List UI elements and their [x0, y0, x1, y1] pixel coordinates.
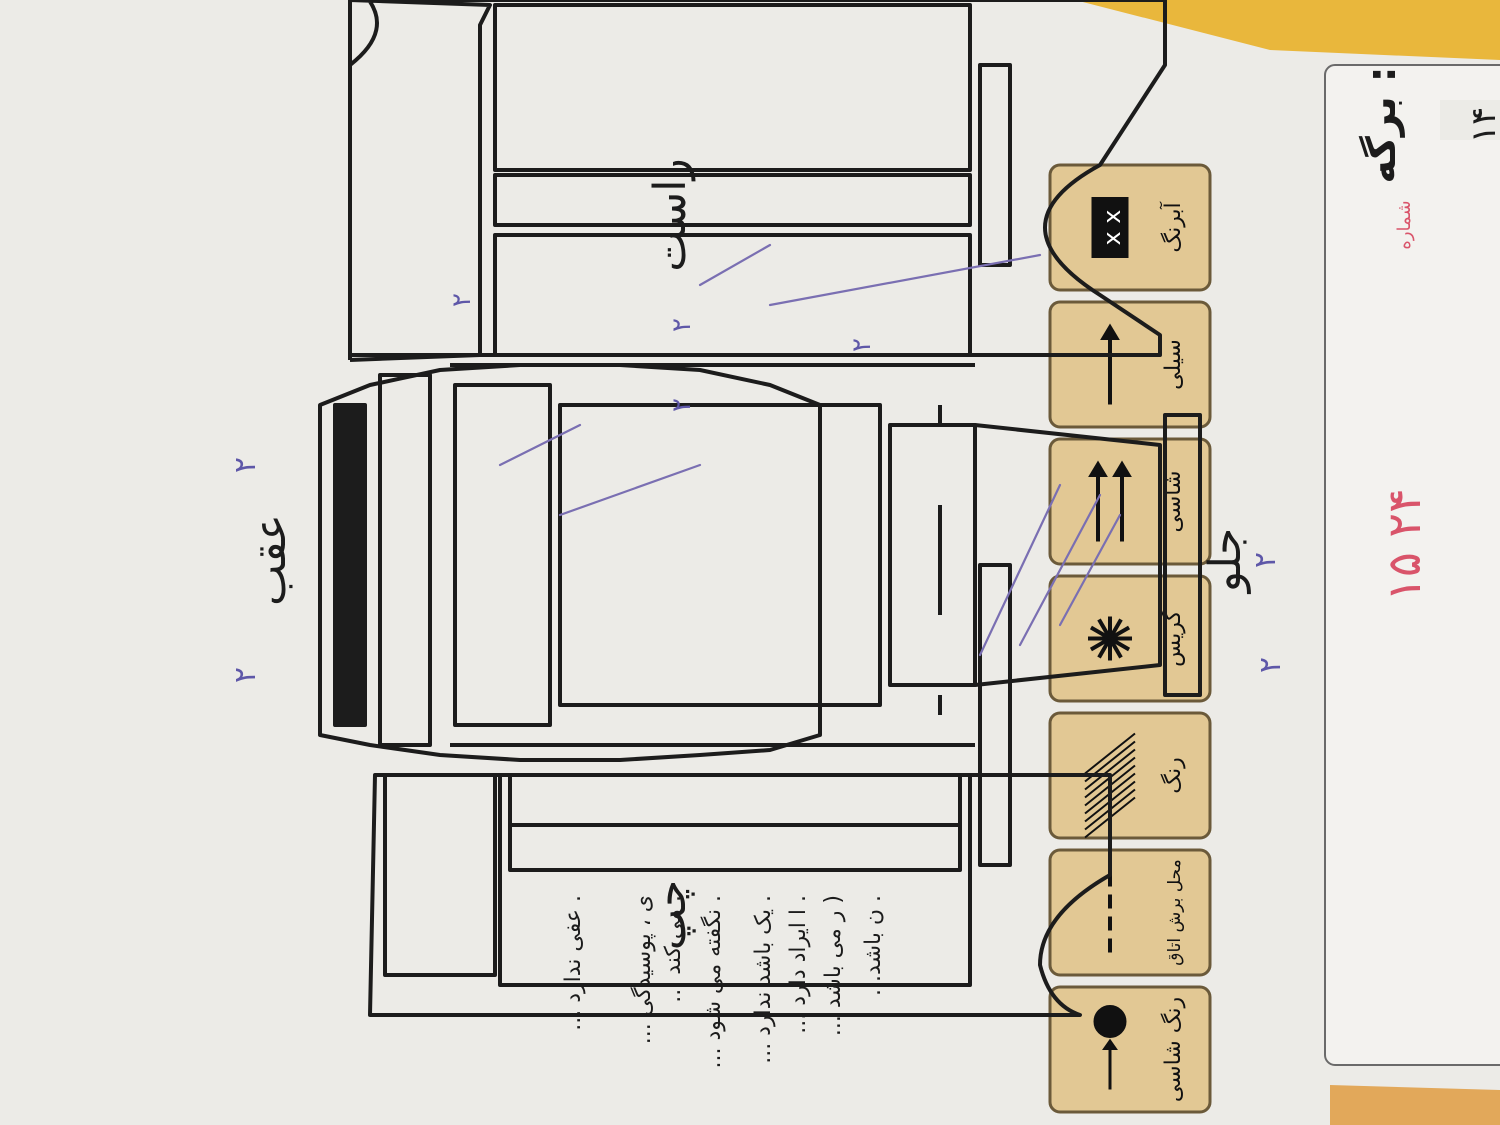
legend-symbol-double-arrow-icon: [1088, 460, 1132, 542]
note-line: ... ر می باشد ): [821, 895, 846, 1036]
note-line: ... ا ایراد دارد .: [786, 895, 811, 1034]
legend-item: محل برش اتاق: [1048, 848, 1212, 977]
legend-label: محل برش اتاق: [1165, 859, 1185, 965]
legend-label: رنگ: [1160, 757, 1186, 793]
sheet-number: ۱۵ ۲۴: [1377, 488, 1431, 601]
legend-symbol-arrow-icon: [1100, 323, 1120, 405]
svg-text:x x: x x: [1098, 209, 1126, 245]
legend-box: [1048, 848, 1212, 977]
pen-mark-7: ۲: [447, 293, 477, 307]
legend-item: گریس: [1048, 574, 1212, 703]
legend-label: سیلی: [1161, 339, 1186, 390]
legend-item: شاسی: [1048, 437, 1212, 566]
orange-corner: [1330, 1085, 1500, 1125]
pen-mark-5: ۲: [667, 318, 697, 332]
pen-mark-3: ۲: [228, 457, 263, 473]
sheet-title: برگه :: [1358, 66, 1405, 183]
note-line: ... نگفته می شود .: [700, 895, 726, 1069]
note-line: ... ی ، پوسیدگی: [630, 895, 656, 1044]
header-card: [1324, 64, 1500, 1066]
yellow-corner: [1075, 0, 1500, 60]
side-panel-left: [348, 0, 1167, 362]
legend-label: رنگ شاسی: [1160, 997, 1186, 1102]
pen-mark-2: ۲: [1253, 657, 1288, 673]
legend-item: x x آبرنگ: [1048, 163, 1212, 292]
legend-box: [1048, 163, 1212, 292]
side-panel-right: [368, 563, 1112, 1017]
legend-symbol-star-icon: [1088, 616, 1132, 661]
pen-mark-6: ۲: [667, 398, 697, 412]
legend-box: [1048, 300, 1212, 429]
legend-symbol-dot-arrow-icon: [1093, 1005, 1127, 1090]
note-line: ... عفی ندارد .: [561, 895, 586, 1031]
legend-box: [1048, 985, 1212, 1114]
car-top-view: [318, 363, 1202, 762]
label-right: راست: [645, 158, 696, 272]
label-rear: عقب: [245, 514, 296, 606]
legend-label: آبرنگ: [1159, 202, 1186, 253]
legend-symbol-xx-icon: x x: [1091, 197, 1129, 258]
note-line: ... یک باشد ندارد .: [751, 895, 776, 1064]
label-left: چپ: [645, 880, 696, 950]
pen-marks: ۲ ۲ ۲ ۲ ۲ ۲ ۲ ۲: [228, 243, 1288, 683]
car-diagram: [318, 0, 1202, 1017]
note-line: ... می کند .: [661, 895, 686, 1003]
legend-box: [1048, 437, 1212, 566]
note-line: ...ن باشد .: [861, 895, 886, 996]
label-front: جلو: [1200, 528, 1251, 595]
sheet-number-prefix: شماره: [1394, 200, 1415, 249]
corner-mark: ۱۴: [1464, 107, 1500, 144]
notes: ...ن باشد . ... ر می باشد ) ... ا ایراد دا…: [561, 895, 886, 1069]
legend-item: رنگ شاسی: [1048, 985, 1212, 1114]
pen-mark-4: ۲: [228, 667, 263, 683]
pen-mark-1: ۲: [1248, 552, 1283, 568]
pen-mark-8: ۲: [847, 338, 877, 352]
legend-item: سیلی: [1048, 300, 1212, 429]
